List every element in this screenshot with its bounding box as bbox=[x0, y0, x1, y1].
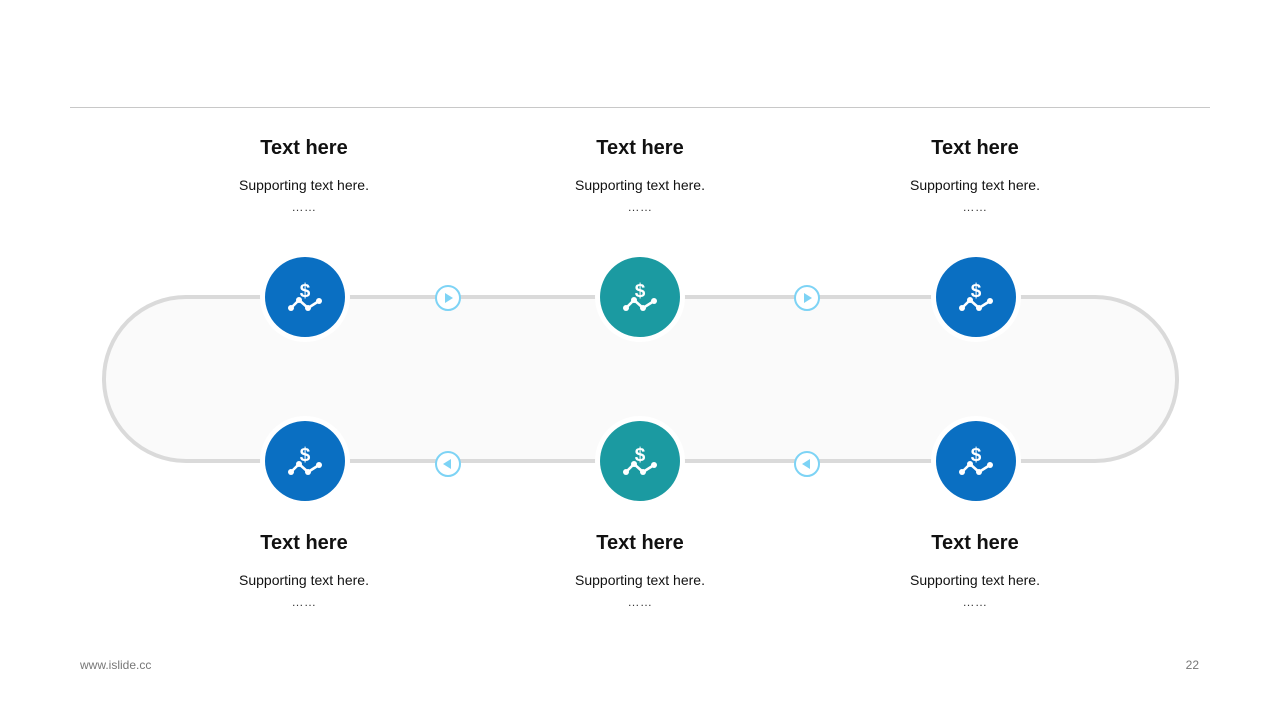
step-card-1: Text here Supporting text here. …… bbox=[194, 136, 414, 214]
money-growth-icon: $ bbox=[623, 281, 657, 311]
step-text: Supporting text here. bbox=[910, 572, 1040, 588]
money-growth-icon: $ bbox=[959, 281, 993, 311]
step-text: Supporting text here. bbox=[239, 177, 369, 193]
svg-text:$: $ bbox=[300, 281, 311, 302]
play-left-icon bbox=[435, 451, 461, 477]
svg-text:$: $ bbox=[300, 445, 311, 466]
step-title: Text here bbox=[931, 137, 1019, 159]
step-title: Text here bbox=[596, 137, 684, 159]
money-growth-icon: $ bbox=[288, 445, 322, 475]
step-title: Text here bbox=[260, 532, 348, 554]
step-node-3: $ bbox=[931, 252, 1021, 342]
step-card-2: Text here Supporting text here. …… bbox=[530, 136, 750, 214]
step-card-5: Text here Supporting text here. …… bbox=[530, 531, 750, 609]
step-ellipsis: …… bbox=[962, 595, 988, 609]
step-title: Text here bbox=[260, 137, 348, 159]
step-ellipsis: …… bbox=[291, 595, 317, 609]
step-ellipsis: …… bbox=[962, 200, 988, 214]
footer-url: www.islide.cc bbox=[80, 658, 152, 672]
svg-text:$: $ bbox=[971, 281, 982, 302]
step-node-1: $ bbox=[260, 252, 350, 342]
step-ellipsis: …… bbox=[627, 595, 653, 609]
play-left-icon bbox=[794, 451, 820, 477]
step-ellipsis: …… bbox=[627, 200, 653, 214]
step-card-6: Text here Supporting text here. …… bbox=[865, 531, 1085, 609]
step-text: Supporting text here. bbox=[575, 572, 705, 588]
svg-text:$: $ bbox=[635, 281, 646, 302]
step-node-4: $ bbox=[260, 416, 350, 506]
step-card-3: Text here Supporting text here. …… bbox=[865, 136, 1085, 214]
svg-text:$: $ bbox=[635, 445, 646, 466]
step-node-5: $ bbox=[595, 416, 685, 506]
step-card-4: Text here Supporting text here. …… bbox=[194, 531, 414, 609]
svg-text:$: $ bbox=[971, 445, 982, 466]
loop-track bbox=[102, 295, 1179, 463]
money-growth-icon: $ bbox=[288, 281, 322, 311]
step-title: Text here bbox=[596, 532, 684, 554]
step-node-6: $ bbox=[931, 416, 1021, 506]
page-number: 22 bbox=[1185, 658, 1199, 672]
step-text: Supporting text here. bbox=[239, 572, 369, 588]
step-node-2: $ bbox=[595, 252, 685, 342]
step-ellipsis: …… bbox=[291, 200, 317, 214]
step-text: Supporting text here. bbox=[910, 177, 1040, 193]
money-growth-icon: $ bbox=[959, 445, 993, 475]
step-text: Supporting text here. bbox=[575, 177, 705, 193]
play-right-icon bbox=[794, 285, 820, 311]
top-divider bbox=[70, 107, 1210, 108]
step-title: Text here bbox=[931, 532, 1019, 554]
money-growth-icon: $ bbox=[623, 445, 657, 475]
play-right-icon bbox=[435, 285, 461, 311]
